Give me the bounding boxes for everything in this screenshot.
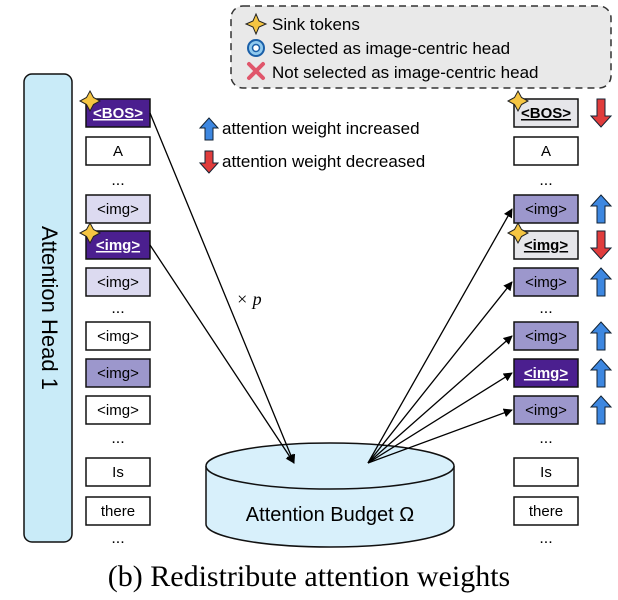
- ellipsis-label: ...: [111, 430, 124, 447]
- token-label: <img>: [525, 201, 567, 218]
- increase-arrow-icon: [198, 117, 220, 141]
- sink-star-icon: [506, 89, 530, 113]
- decrease-legend-label: attention weight decreased: [222, 152, 425, 171]
- token-label: <img>: [525, 402, 567, 419]
- ellipsis-label: ...: [111, 530, 124, 547]
- token-label: <img>: [97, 328, 139, 345]
- right-token-4: <img>: [506, 221, 613, 260]
- token-label: <img>: [97, 274, 139, 291]
- left-token-4: <img>: [78, 221, 151, 260]
- token-label: <img>: [524, 365, 568, 382]
- left-token-11: Is: [85, 457, 151, 487]
- left-token-7: <img>: [85, 321, 151, 351]
- token-label: <img>: [96, 237, 140, 254]
- decrease-arrow-icon: [198, 150, 220, 174]
- attention-head-bar: Attention Head 1: [23, 73, 73, 543]
- left-token-1: A: [85, 136, 151, 166]
- token-label: <BOS>: [521, 105, 571, 122]
- token-label: there: [101, 503, 135, 520]
- left-token-9: <img>: [85, 395, 151, 425]
- budget-to-token-arrow: [367, 335, 513, 464]
- attention-budget-label: Attention Budget Ω: [246, 504, 414, 526]
- token-label: A: [113, 143, 123, 160]
- sink-star-icon: [78, 89, 102, 113]
- right-token-5: <img>: [513, 267, 613, 297]
- sink-to-budget-arrow: [149, 112, 296, 464]
- arrow-legend: attention weight increased attention wei…: [198, 117, 425, 174]
- token-label: there: [529, 503, 563, 520]
- ellipsis-label: ...: [539, 300, 552, 317]
- increase-arrow-icon: [589, 358, 613, 388]
- token-label: <img>: [525, 274, 567, 291]
- left-token-5: <img>: [85, 267, 151, 297]
- token-label: Is: [540, 464, 552, 481]
- right-token-11: Is: [513, 457, 579, 487]
- attention-head-label: Attention Head 1: [37, 226, 62, 390]
- increase-arrow-icon: [589, 321, 613, 351]
- right-token-7: <img>: [513, 321, 613, 351]
- left-token-column: <BOS> A... <img> <img> <img>... <img> <img> <im…: [78, 89, 151, 547]
- legend-box: Sink tokens Selected as image-centric he…: [230, 5, 612, 89]
- left-token-8: <img>: [85, 358, 151, 388]
- sink-star-icon: [506, 221, 530, 245]
- legend-selected-label: Selected as image-centric head: [272, 39, 510, 58]
- token-label: A: [541, 143, 551, 160]
- legend-not-selected-label: Not selected as image-centric head: [272, 63, 538, 82]
- multiplier-label: × p: [236, 289, 262, 309]
- budget-to-token-arrow: [367, 372, 513, 464]
- right-token-3: <img>: [513, 194, 613, 224]
- figure-caption: (b) Redistribute attention weights: [107, 560, 511, 593]
- left-token-12: there: [85, 496, 151, 526]
- token-label: <img>: [97, 201, 139, 218]
- ellipsis-label: ...: [539, 172, 552, 189]
- left-token-3: <img>: [85, 194, 151, 224]
- increase-arrow-icon: [589, 395, 613, 425]
- selected-circle-icon: [247, 39, 265, 57]
- attention-budget-cylinder: Attention Budget Ω: [205, 442, 455, 548]
- decrease-arrow-icon: [589, 230, 613, 260]
- increase-arrow-icon: [589, 194, 613, 224]
- token-label: <img>: [97, 402, 139, 419]
- ellipsis-label: ...: [539, 430, 552, 447]
- ellipsis-label: ...: [111, 172, 124, 189]
- ellipsis-label: ...: [539, 530, 552, 547]
- right-token-0: <BOS>: [506, 89, 613, 128]
- sink-star-icon: [78, 221, 102, 245]
- left-token-0: <BOS>: [78, 89, 151, 128]
- token-label: <img>: [97, 365, 139, 382]
- redistribution-arrows: [149, 112, 513, 464]
- sink-star-icon: [244, 12, 268, 36]
- budget-to-token-arrow: [367, 208, 513, 464]
- right-token-column: <BOS> A... <img> <img> <img>... <img> <img> <im…: [506, 89, 613, 547]
- budget-to-token-arrow: [367, 281, 513, 464]
- ellipsis-label: ...: [111, 300, 124, 317]
- increase-legend-label: attention weight increased: [222, 119, 420, 138]
- token-label: <BOS>: [93, 105, 143, 122]
- right-token-1: A: [513, 136, 579, 166]
- sink-to-budget-arrow: [149, 244, 295, 464]
- right-token-9: <img>: [513, 395, 613, 425]
- token-label: Is: [112, 464, 124, 481]
- increase-arrow-icon: [589, 267, 613, 297]
- decrease-arrow-icon: [589, 98, 613, 128]
- token-label: <img>: [525, 328, 567, 345]
- right-token-8: <img>: [513, 358, 613, 388]
- token-label: <img>: [524, 237, 568, 254]
- not-selected-cross-icon: [247, 62, 265, 80]
- right-token-12: there: [513, 496, 579, 526]
- budget-to-token-arrow: [367, 408, 513, 464]
- legend-sink-label: Sink tokens: [272, 15, 360, 34]
